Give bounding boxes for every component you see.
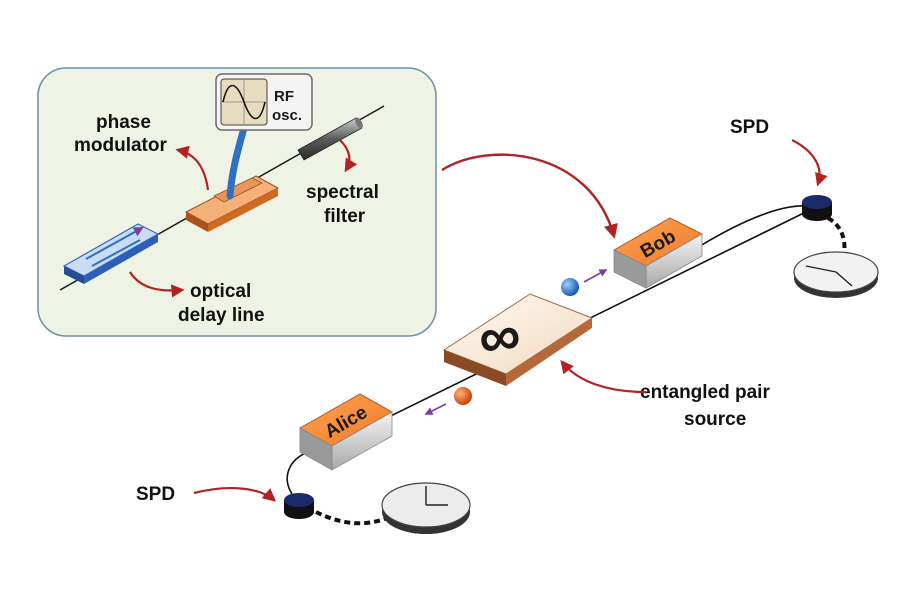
rf-cable — [226, 124, 248, 200]
entangled-label-2: source — [684, 409, 746, 430]
bob-box — [612, 217, 704, 289]
optical-delay-label-1: optical — [190, 281, 251, 302]
arrow-to-optical-delay-label — [129, 271, 185, 298]
alice-box — [298, 393, 394, 471]
arrow-spd-top — [791, 139, 828, 187]
spd-top-dashed-link — [826, 216, 847, 255]
rf-oscillator — [215, 73, 313, 131]
photon-orange-arrow — [424, 403, 447, 415]
rf-osc-label-1: RF — [274, 88, 294, 105]
clock-top — [793, 251, 879, 298]
photon-blue — [561, 278, 579, 296]
spd-bottom-detector — [284, 493, 314, 519]
spectral-filter-label-1: spectral — [306, 182, 379, 203]
spd-bottom-label: SPD — [136, 484, 175, 505]
arrow-entangled-source — [560, 359, 647, 394]
phase-modulator-label-2: modulator — [74, 135, 167, 156]
source-symbol: ∞ — [475, 301, 525, 371]
clock-bottom — [381, 482, 471, 534]
rf-osc-label-2: osc. — [272, 107, 302, 124]
spectral-filter-label-2: filter — [324, 206, 366, 227]
optical-delay-line-device — [62, 223, 160, 284]
spd-bottom-dashed-link — [315, 510, 393, 526]
arrow-from-spectral-filter — [339, 139, 358, 173]
spd-top-detector — [802, 195, 832, 221]
arrow-spd-bottom — [193, 487, 277, 502]
alice-fiber — [286, 451, 309, 495]
entangled-pair-source — [442, 293, 594, 386]
arrow-to-phase-modulator-label — [175, 145, 210, 191]
phase-modulator-label-1: phase — [96, 112, 151, 133]
optical-delay-label-2: delay line — [178, 305, 265, 326]
photon-blue-arrow — [583, 269, 608, 283]
bob-fiber — [699, 205, 809, 247]
entangled-label-1: entangled pair — [640, 382, 770, 403]
photon-orange — [454, 387, 472, 405]
arrow-inset-to-bob — [441, 153, 618, 239]
spectral-filter-device — [297, 117, 363, 161]
spd-top-label: SPD — [730, 117, 769, 138]
